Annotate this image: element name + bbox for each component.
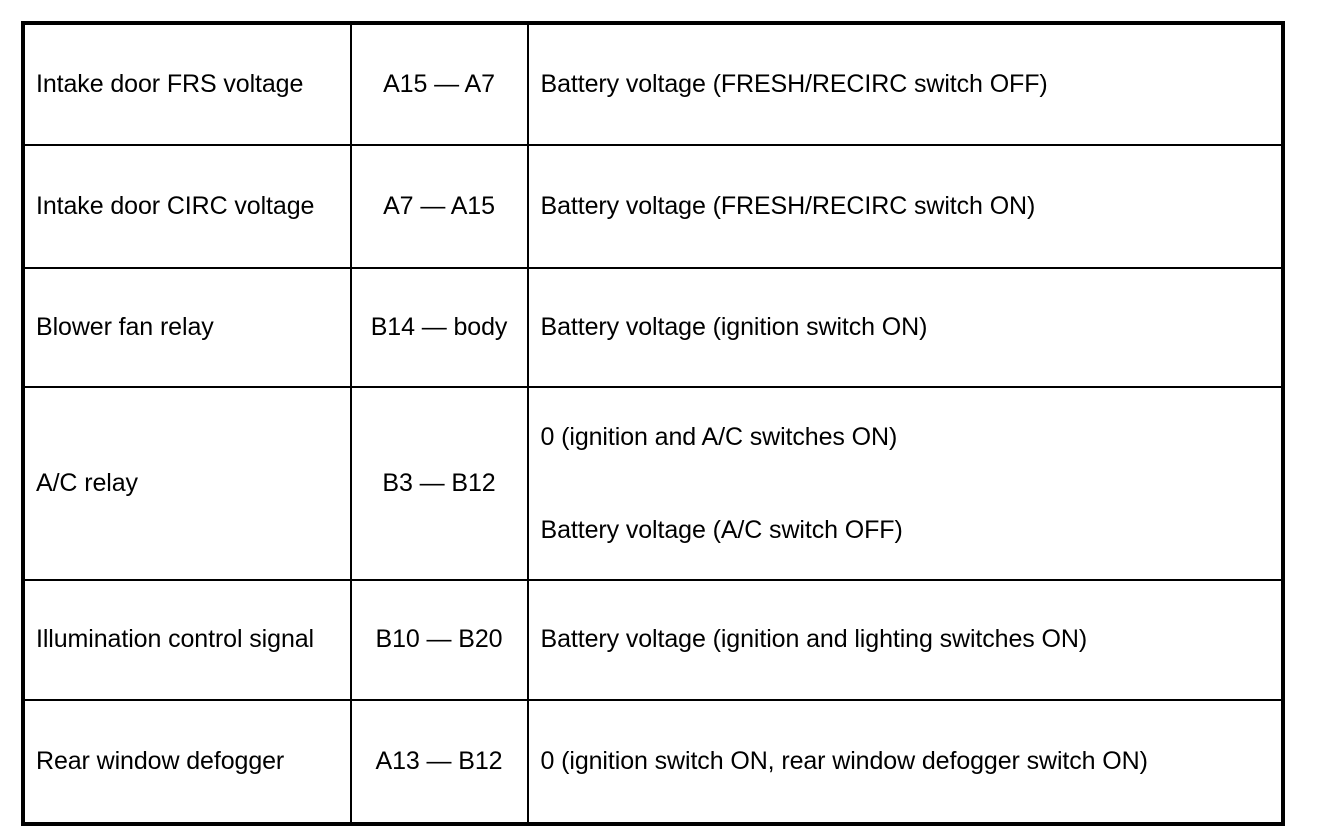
terminal-pair: B3 — B12 xyxy=(382,469,496,497)
terminal-pair: A13 — B12 xyxy=(375,746,503,775)
value-block: Battery voltage (FRESH/RECIRC switch ON) xyxy=(529,158,1282,256)
table-cell-value: 0 (ignition and A/C switches ON) Battery… xyxy=(526,386,1284,581)
table-row: Illumination control signal B10 — B20 Ba… xyxy=(22,578,1284,701)
table-cell-item: Blower fan relay xyxy=(22,267,352,388)
table-cell-item: A/C relay xyxy=(22,386,352,581)
value-line: 0 (ignition and A/C switches ON) xyxy=(540,422,898,451)
table-cell-value: Battery voltage (ignition switch ON) xyxy=(526,267,1284,388)
item-label: Intake door CIRC voltage xyxy=(36,192,315,221)
value-line: Battery voltage (ignition switch ON) xyxy=(540,313,928,342)
value-block: Battery voltage (ignition switch ON) xyxy=(529,279,1282,377)
table-cell-value: Battery voltage (ignition and lighting s… xyxy=(526,578,1284,701)
table-cell-item: Rear window defogger xyxy=(22,698,352,824)
item-label: Blower fan relay xyxy=(36,313,214,342)
item-label: A/C relay xyxy=(36,469,138,497)
value-block: Battery voltage (ignition and lighting s… xyxy=(529,591,1282,689)
value-block: 0 (ignition and A/C switches ON) Battery… xyxy=(529,388,1282,579)
table-cell-terminals: B14 — body xyxy=(349,267,529,388)
table-body: Intake door FRS voltage A15 — A7 Battery… xyxy=(22,22,1284,824)
terminal-pair: B10 — B20 xyxy=(375,625,503,654)
value-line: Battery voltage (A/C switch OFF) xyxy=(540,515,903,544)
value-block: Battery voltage (FRESH/RECIRC switch OFF… xyxy=(529,36,1282,134)
table-cell-value: Battery voltage (FRESH/RECIRC switch ON) xyxy=(526,144,1284,269)
item-label: Intake door FRS voltage xyxy=(36,70,304,99)
value-line: Battery voltage (FRESH/RECIRC switch OFF… xyxy=(540,70,1048,99)
value-line: Battery voltage (FRESH/RECIRC switch ON) xyxy=(540,192,1036,221)
table-cell-item: Intake door FRS voltage xyxy=(22,22,352,146)
table-cell-value: 0 (ignition switch ON, rear window defog… xyxy=(526,698,1284,824)
table-cell-terminals: A15 — A7 xyxy=(349,22,529,146)
table-cell-terminals: B3 — B12 xyxy=(349,386,529,581)
value-block: 0 (ignition switch ON, rear window defog… xyxy=(529,712,1282,810)
table-cell-terminals: A7 — A15 xyxy=(349,144,529,269)
value-line: Battery voltage (ignition and lighting s… xyxy=(540,625,1088,654)
table-cell-item: Intake door CIRC voltage xyxy=(22,144,352,269)
item-label: Illumination control signal xyxy=(36,625,315,654)
table-row: Blower fan relay B14 — body Battery volt… xyxy=(22,267,1284,388)
table-cell-terminals: B10 — B20 xyxy=(349,578,529,701)
item-label: Rear window defogger xyxy=(36,746,285,775)
table-cell-terminals: A13 — B12 xyxy=(349,698,529,824)
table-row: Intake door FRS voltage A15 — A7 Battery… xyxy=(22,22,1284,146)
table-cell-value: Battery voltage (FRESH/RECIRC switch OFF… xyxy=(526,22,1284,146)
terminal-pair: A7 — A15 xyxy=(383,192,495,221)
terminal-pair: A15 — A7 xyxy=(383,70,495,99)
value-line: 0 (ignition switch ON, rear window defog… xyxy=(540,746,1148,775)
table-row: Intake door CIRC voltage A7 — A15 Batter… xyxy=(22,144,1284,269)
table-row: Rear window defogger A13 — B12 0 (igniti… xyxy=(22,698,1284,824)
terminal-pair: B14 — body xyxy=(370,313,508,342)
table-cell-item: Illumination control signal xyxy=(22,578,352,701)
table-row: A/C relay B3 — B12 0 (ignition and A/C s… xyxy=(22,386,1284,581)
terminal-voltage-table: Intake door FRS voltage A15 — A7 Battery… xyxy=(22,22,1284,825)
